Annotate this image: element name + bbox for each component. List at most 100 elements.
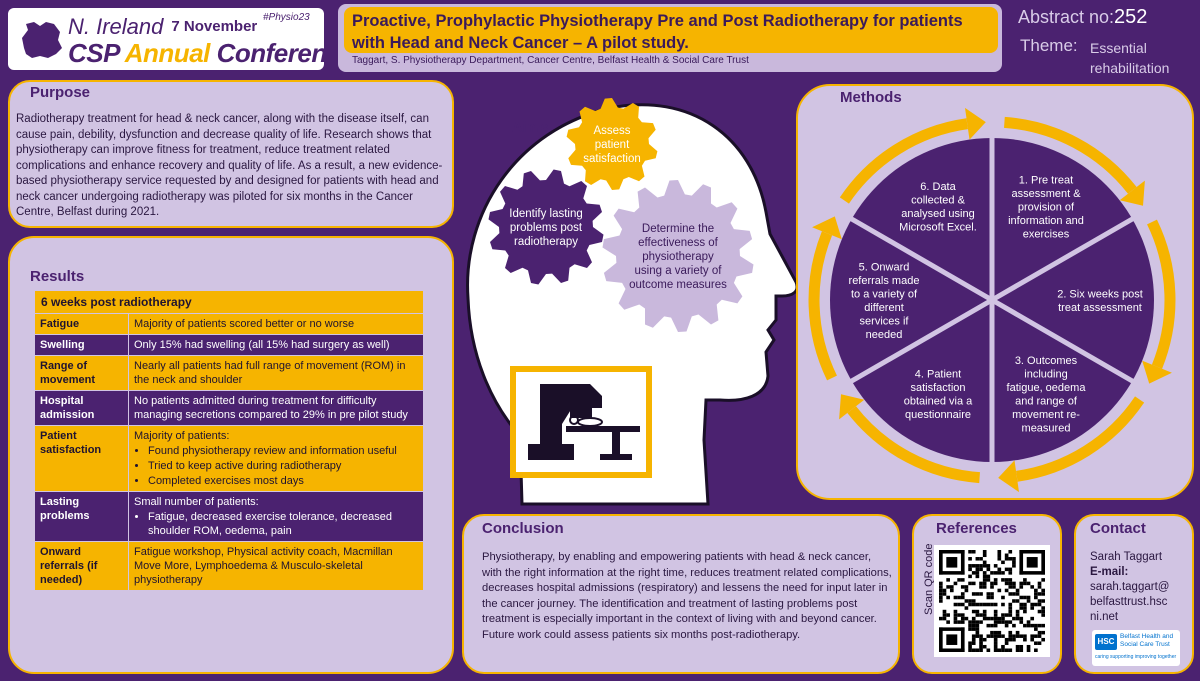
gear-text-assess: Assess patient satisfaction [583,125,641,165]
gear-text-line: satisfaction [583,153,641,165]
contact-email-line-2[interactable]: belfasttrust.hsc [1090,596,1168,608]
row-value: No patients admitted during treatment fo… [128,390,424,426]
method-step-text: 4. Patient [915,368,961,380]
segment-divider [846,297,994,386]
row-label: Range of movement [34,355,129,391]
purpose-panel: Purpose Radiotherapy treatment for head … [8,80,454,228]
method-step-text: 1. Pre treat [1019,175,1073,187]
gear-text-line: Determine the [642,223,714,235]
contact-heading: Contact [1090,520,1146,537]
aims-heading: Aims [512,119,549,136]
row-label: Patient satisfaction [34,425,129,492]
method-step-text: analysed using [901,208,974,220]
segment-divider [846,214,994,303]
conclusion-panel: Conclusion Physiotherapy, by enabling an… [462,514,900,674]
row-value: Majority of patients scored better or no… [128,313,424,335]
cycle-arrow [1016,396,1145,482]
cycle-arrow-head [812,216,842,240]
method-step-text: referrals made [849,275,920,287]
method-step-text: 3. Outcomes [1015,355,1078,367]
contact-email-line-3[interactable]: ni.net [1090,611,1119,623]
gear-text-line: physiotherapy [642,251,714,263]
bullet-item: Completed exercises most days [148,474,418,488]
logo-date: 7 November [171,18,258,35]
method-step-text: including [1024,368,1067,380]
method-step-text: services if [860,315,910,327]
radiotherapy-machine-icon [510,366,652,478]
purpose-heading: Purpose [30,84,91,101]
cycle-arrow [1147,219,1176,369]
cycle-arrow-head [998,460,1019,493]
row-value: Majority of patients:Found physiotherapy… [128,425,424,492]
theme-value: Essential rehabilitation [1090,40,1170,76]
method-step-text: 5. Onward [859,261,910,273]
gear-text-line: patient [595,139,630,151]
method-step-text: movement re- [1012,409,1080,421]
qr-code-icon [939,550,1045,652]
cycle-arrow-head [1119,180,1145,206]
theme-label: Theme: [1020,36,1078,55]
poster-title: Proactive, Prophylactic Physiotherapy Pr… [352,12,963,52]
gear-text-line: using a variety of [635,265,723,277]
segment-divider [990,214,1138,303]
bullet-item: Fatigue, decreased exercise tolerance, d… [148,510,418,538]
contact-email-label: E-mail: [1090,566,1129,578]
row-label: Onward referrals (if needed) [34,541,129,591]
conclusion-text: Physiotherapy, by enabling and empowerin… [482,551,892,641]
gear-text-line: outcome measures [629,279,727,291]
logo-hashtag: #Physio23 [263,12,310,23]
method-step-text: and range of [1015,395,1078,407]
results-heading: Results [30,268,85,285]
cycle-arrow-head [965,107,986,140]
qr-code[interactable] [934,545,1050,657]
row-value: Only 15% had swelling (all 15% had surge… [128,334,424,356]
method-step-text: fatigue, oedema [1007,382,1087,394]
row-value: Nearly all patients had full range of mo… [128,355,424,391]
purpose-text: Radiotherapy treatment for head & neck c… [16,113,443,218]
gear-text-line: radiotherapy [514,236,578,248]
results-table-title: 6 weeks post radiotherapy [34,290,424,314]
contact-name: Sarah Taggart [1090,551,1163,563]
method-step-text: Microsoft Excel. [899,222,977,234]
cycle-arrow [808,231,837,381]
method-step-text: needed [866,329,903,341]
title-highlight: Proactive, Prophylactic Physiotherapy Pr… [344,7,998,53]
row-value: Small number of patients:Fatigue, decrea… [128,491,424,542]
cycle-arrow-head [839,394,865,420]
row-value: Fatigue workshop, Physical activity coac… [128,541,424,591]
gear-text-line: Identify lasting [509,208,583,220]
trust-name: Belfast Health and Social Care Trust [1120,633,1174,648]
method-step-text: exercises [1023,229,1070,241]
table-row: Onward referrals (if needed)Fatigue work… [34,541,424,591]
hsc-badge: HSC [1095,634,1117,650]
method-step-text: to a variety of [851,288,918,300]
cycle-arrow [847,406,981,484]
gear-icon-determine [602,180,754,332]
row-label: Swelling [34,334,129,356]
method-step-text: provision of [1018,202,1075,214]
contact-email-line-1[interactable]: sarah.taggart@ [1090,581,1170,593]
contact-details: Sarah Taggart E-mail: sarah.taggart@ bel… [1090,550,1169,625]
method-step-text: measured [1022,422,1071,434]
gear-text-line: Assess [593,125,630,137]
gear-text-line: problems post [510,222,583,234]
method-step-text: satisfaction [910,382,965,394]
methods-heading: Methods [840,89,902,106]
logo-line-2: CSP Annual Conference [68,38,324,68]
method-step-text: different [864,302,904,314]
gear-icon-assess [566,98,658,190]
